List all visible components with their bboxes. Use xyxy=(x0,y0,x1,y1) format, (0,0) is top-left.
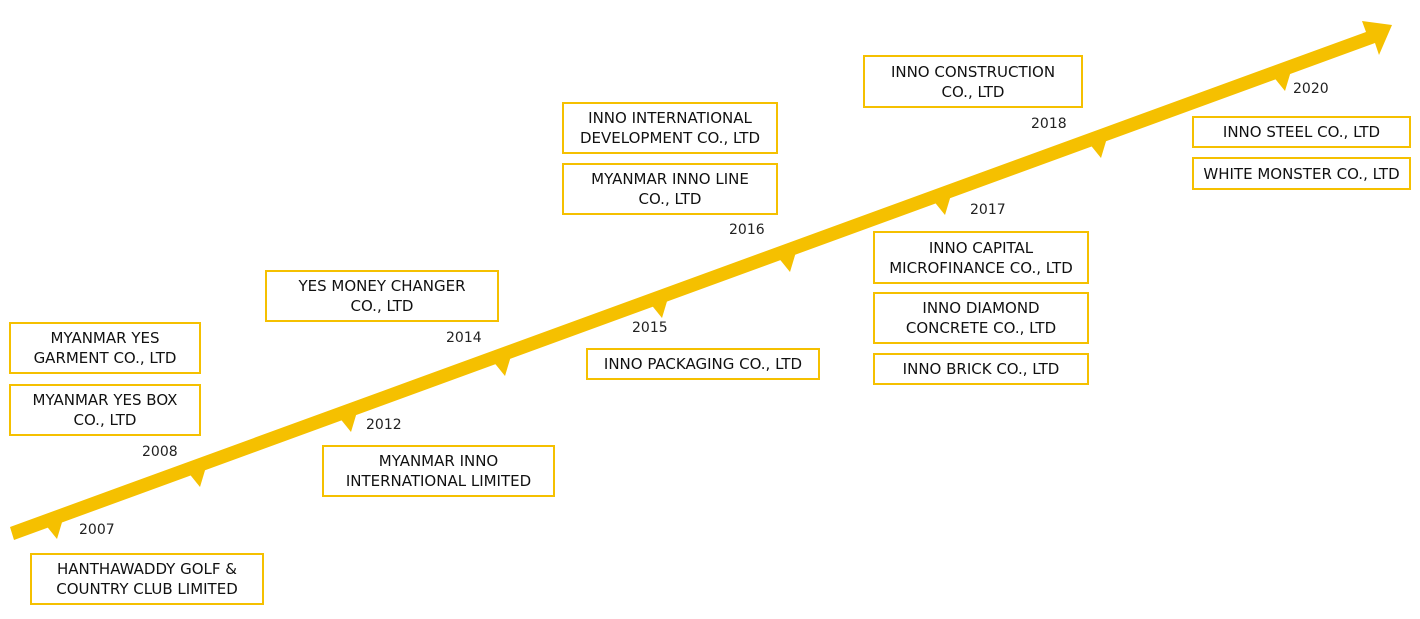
year-label-2012: 2012 xyxy=(366,417,402,433)
company-box-inno-brick: INNO BRICK CO., LTD xyxy=(873,353,1089,385)
timeline-tick-2020 xyxy=(1268,61,1294,91)
timeline-tick-2014 xyxy=(488,346,514,376)
company-box-inno-diamond-concrete: INNO DIAMOND CONCRETE CO., LTD xyxy=(873,292,1089,344)
timeline-tick-2017 xyxy=(928,185,954,215)
company-box-inno-packaging: INNO PACKAGING CO., LTD xyxy=(586,348,820,380)
company-box-myanmar-yes-box: MYANMAR YES BOX CO., LTD xyxy=(9,384,201,436)
timeline-tick-2008 xyxy=(183,457,209,487)
year-label-2016: 2016 xyxy=(729,222,765,238)
timeline-tick-2007 xyxy=(40,509,66,539)
timeline-tick-2018 xyxy=(1084,128,1110,158)
company-box-inno-international-development: INNO INTERNATIONAL DEVELOPMENT CO., LTD xyxy=(562,102,778,154)
company-box-myanmar-yes-garment: MYANMAR YES GARMENT CO., LTD xyxy=(9,322,201,374)
year-label-2015: 2015 xyxy=(632,320,668,336)
year-label-2008: 2008 xyxy=(142,444,178,460)
year-label-2018: 2018 xyxy=(1031,116,1067,132)
year-label-2007: 2007 xyxy=(79,522,115,538)
timeline-tick-2015 xyxy=(645,288,671,318)
year-label-2014: 2014 xyxy=(446,330,482,346)
company-box-inno-construction: INNO CONSTRUCTION CO., LTD xyxy=(863,55,1083,108)
company-box-inno-capital-microfinance: INNO CAPITAL MICROFINANCE CO., LTD xyxy=(873,231,1089,284)
year-label-2020: 2020 xyxy=(1293,81,1329,97)
company-box-myanmar-inno-line: MYANMAR INNO LINE CO., LTD xyxy=(562,163,778,215)
company-box-myanmar-inno-international: MYANMAR INNO INTERNATIONAL LIMITED xyxy=(322,445,555,497)
company-box-inno-steel: INNO STEEL CO., LTD xyxy=(1192,116,1411,148)
company-box-white-monster: WHITE MONSTER CO., LTD xyxy=(1192,157,1411,190)
year-label-2017: 2017 xyxy=(970,202,1006,218)
company-box-hanthawaddy-golf: HANTHAWADDY GOLF & COUNTRY CLUB LIMITED xyxy=(30,553,264,605)
timeline-arrow xyxy=(10,21,1392,540)
company-box-yes-money-changer: YES MONEY CHANGER CO., LTD xyxy=(265,270,499,322)
timeline-tick-2016 xyxy=(773,242,799,272)
timeline-tick-2012 xyxy=(334,402,360,432)
